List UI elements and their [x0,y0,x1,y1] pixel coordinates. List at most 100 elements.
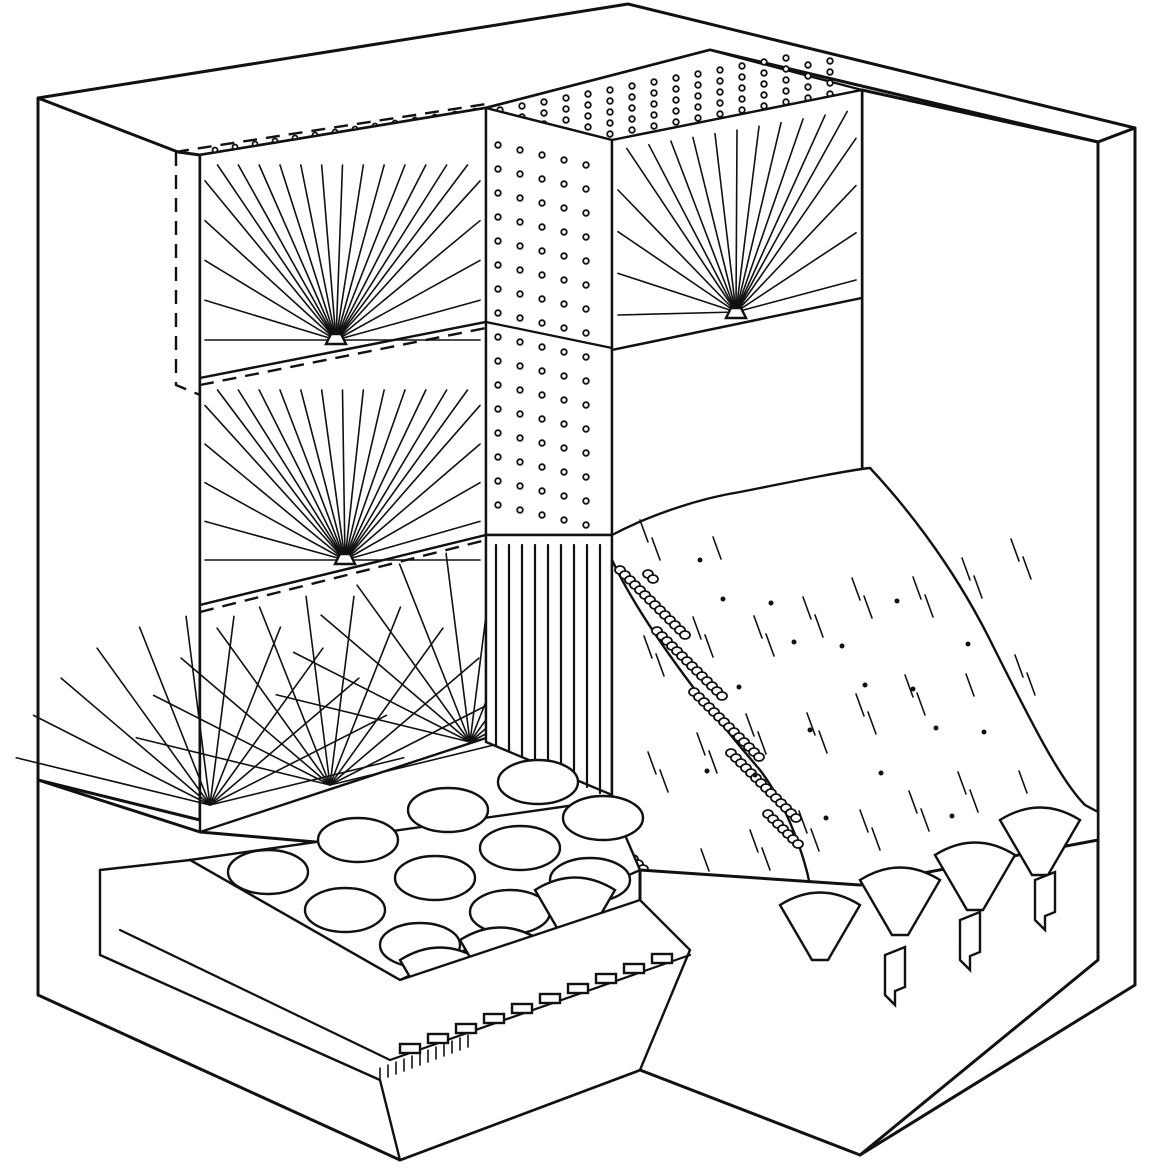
fan-line-lower [185,615,211,806]
column-hole [538,319,546,327]
deck-hole [716,110,724,118]
deck-hole [782,65,790,73]
column-hole [516,290,524,298]
column-hole [494,285,502,293]
streak [765,633,775,657]
fan-line-upper [204,299,337,341]
fan-line-upper [237,164,337,341]
fan-line-right [714,132,737,313]
fan-line-lower [398,563,471,743]
fan-line-right [735,184,857,313]
deck-hole [562,105,570,113]
pebble [790,813,802,823]
streak [920,808,930,832]
streak [810,828,820,852]
streak [692,616,702,640]
column-hole [538,511,546,519]
column-hole [494,333,502,341]
funnel [933,841,1017,912]
streak [961,557,971,581]
pebble [647,574,659,584]
column-hole [538,223,546,231]
fan-line-right [735,125,760,313]
conveyor-car [426,1032,450,1045]
fan-line-upper [204,259,337,341]
fan-line-right [617,311,737,316]
column-hole [560,492,568,500]
fan-line-middle [341,389,346,561]
floor-opening [393,854,477,902]
conveyor-car [510,1002,534,1015]
column-hole [582,401,590,409]
streak [643,635,653,659]
fan-line-middle [258,389,346,561]
column-hole [582,305,590,313]
deck-hole [804,72,812,80]
streak [863,595,873,619]
deck-hole [584,101,592,109]
column-hole [538,367,546,375]
fan-line-middle [320,389,346,561]
column-hole [516,218,524,226]
column-hole [560,348,568,356]
perforated-column-upper [484,106,614,537]
column-hole [582,521,590,529]
conveyor-rail [118,928,392,1062]
streak [647,751,657,775]
grain [933,725,939,731]
column-hole [516,266,524,274]
fan-line-right [735,110,848,313]
fan-line-middle [344,404,481,561]
deck-hole [584,123,592,131]
fan-line-lower [209,615,235,806]
column-hole [494,309,502,317]
fan-line-lower [305,595,331,786]
fan-line-lower [329,736,525,786]
column-hole [582,449,590,457]
deck-hole [540,109,548,117]
fan-line-lower [209,626,282,806]
column-hole [560,156,568,164]
floor-opening [561,794,645,842]
deck-hole [716,99,724,107]
deck-hole [694,92,702,100]
discharge-notches [883,870,1057,1008]
column-hole [560,276,568,284]
column-hole [516,242,524,250]
fan-line-lower [216,627,331,786]
column-hole [494,261,502,269]
fan-line-middle [344,481,481,561]
fan-line-middle [204,481,346,561]
fan-line-upper [335,180,481,341]
fan-line-upper [335,299,481,341]
grain [807,727,813,733]
column-hole [560,252,568,260]
discharge-notch [883,945,907,1008]
streak [871,827,881,851]
discharge-notch [1033,870,1057,933]
deck-hole [738,62,746,70]
column-hole [582,257,590,265]
streak [704,634,714,658]
grain [910,686,916,692]
column-hole [538,295,546,303]
deck-hole [804,83,812,91]
conveyor-car [482,1012,506,1025]
streak [753,615,763,639]
column-hole [516,410,524,418]
column-hole [538,487,546,495]
column-hole [538,463,546,471]
streak [1010,538,1020,562]
fan-line-right [735,279,857,313]
column-hole [494,501,502,509]
fan-line-middle [344,389,469,561]
column-hole [560,324,568,332]
pebble [679,630,691,640]
streak [855,693,865,717]
deck-hole [628,104,636,112]
conveyor-car [622,962,646,975]
column-hole [516,482,524,490]
streak [655,653,665,677]
deck-hole [540,98,548,106]
streak [749,829,759,853]
